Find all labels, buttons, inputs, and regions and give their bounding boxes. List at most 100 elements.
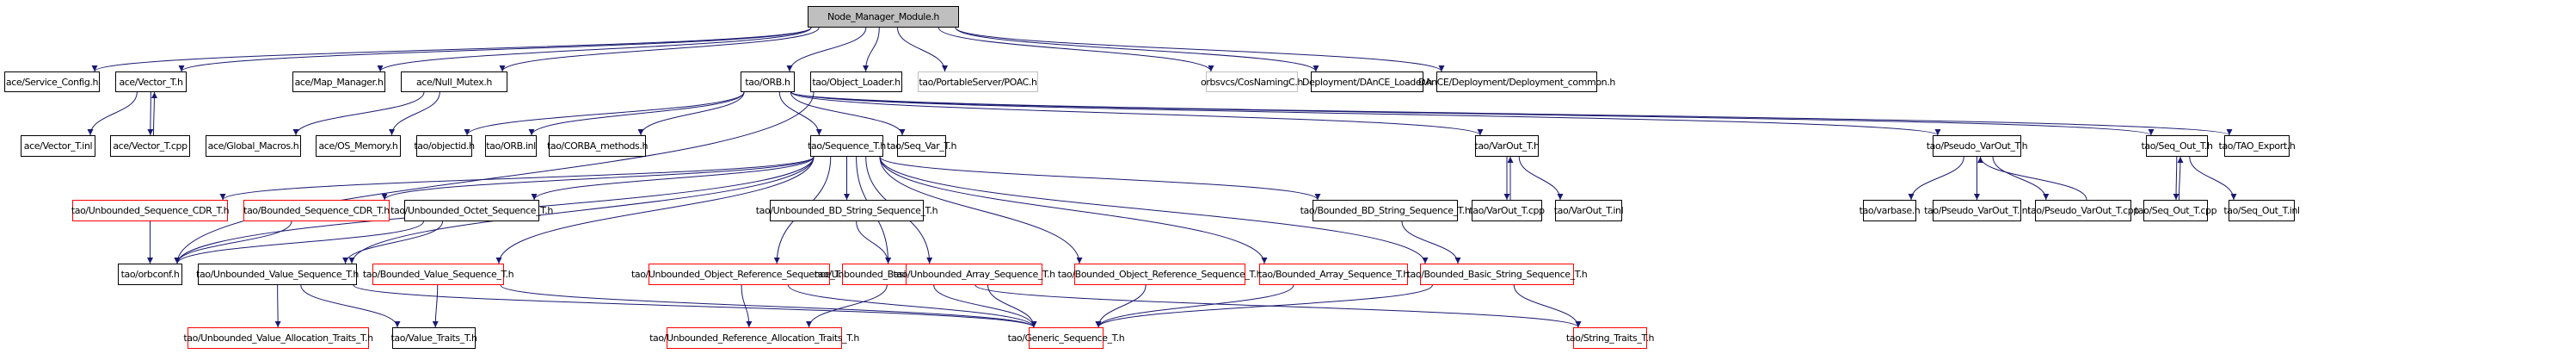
graph-node-corba-methods[interactable]: tao/CORBA_methods.h xyxy=(547,135,648,157)
edge-layer xyxy=(87,27,2237,328)
edge-sequence-t-to-bnd-objref xyxy=(879,156,1083,264)
edge-root-to-cosnaming xyxy=(938,27,1214,72)
edge-root-to-service-config xyxy=(91,27,812,72)
graph-node-objectid[interactable]: tao/objectid.h xyxy=(414,135,475,157)
edge-unb-value-to-unb-value-alloc xyxy=(274,284,281,328)
edge-bnd-seq-cdr-to-orbconf xyxy=(174,220,292,264)
graph-node-unb-value[interactable]: tao/Unbounded_Value_Sequence_T.h xyxy=(196,264,359,285)
graph-node-varout-cpp[interactable]: tao/VarOut_T.cpp xyxy=(1469,200,1545,221)
graph-node-string-traits[interactable]: tao/String_Traits_T.h xyxy=(1566,327,1655,349)
edge-object-loader-to-orbconf xyxy=(174,91,815,264)
edge-orb-to-orb-inl xyxy=(528,91,745,136)
graph-node-root: Node_Manager_Module.h xyxy=(808,6,959,28)
edge-seq-out-t-to-seq-out-cpp xyxy=(2173,156,2179,201)
edge-varout-t-to-varout-inl xyxy=(1518,156,1564,201)
graph-node-sequence-t[interactable]: tao/Sequence_T.h xyxy=(808,135,886,157)
graph-node-bnd-array[interactable]: tao/Bounded_Array_Sequence_T.h xyxy=(1258,264,1409,285)
graph-node-unb-array[interactable]: tao/Unbounded_Array_Sequence_T.h xyxy=(893,264,1055,285)
edge-unb-value-to-value-traits xyxy=(300,284,401,328)
edge-vector-t-to-vector-inl xyxy=(87,91,138,136)
edge-root-to-orb xyxy=(786,27,867,72)
graph-node-bnd-bd-string[interactable]: tao/Bounded_BD_String_Sequence_T.h xyxy=(1300,200,1471,221)
edge-bnd-value-to-value-traits xyxy=(432,284,439,328)
edge-root-to-dance-loader xyxy=(955,27,1319,72)
graph-node-pseudo-varout-t[interactable]: tao/Pseudo_VarOut_T.h xyxy=(1927,135,2028,157)
edge-root-to-map-manager xyxy=(377,27,812,72)
graph-node-seq-out-cpp[interactable]: tao/Seq_Out_T.cpp xyxy=(2135,200,2217,221)
edge-unb-array-to-generic-seq xyxy=(987,284,1037,328)
edge-sequence-t-to-bnd-array xyxy=(879,156,1268,264)
edge-orb-to-objectid xyxy=(464,91,745,136)
graph-node-service-config[interactable]: ace/Service_Config.h xyxy=(4,71,100,92)
edge-sequence-t-to-unb-value xyxy=(348,156,815,264)
graph-node-deployment-common[interactable]: DAnCE/Deployment/Deployment_common.h xyxy=(1418,71,1615,92)
graph-node-orb[interactable]: tao/ORB.h xyxy=(741,71,795,92)
graph-node-vector-t[interactable]: ace/Vector_T.h xyxy=(115,71,187,92)
edge-bnd-basic-string-to-string-traits xyxy=(1513,284,1582,328)
graph-node-varbase[interactable]: tao/varbase.h xyxy=(1860,200,1921,221)
edge-root-to-null-mutex xyxy=(499,27,820,72)
graph-node-unb-value-alloc[interactable]: tao/Unbounded_Value_Allocation_Traits_T.… xyxy=(183,327,373,349)
edge-unb-bd-string-to-unb-basic-string xyxy=(856,220,892,264)
graph-node-seq-out-t[interactable]: tao/Seq_Out_T.h xyxy=(2141,135,2213,157)
edge-orb-to-tao-export xyxy=(790,91,2233,136)
edge-sequence-t-to-bnd-value xyxy=(495,156,815,264)
graph-node-object-loader[interactable]: tao/Object_Loader.h xyxy=(810,71,902,92)
edge-root-to-poac xyxy=(897,27,948,72)
graph-node-unb-objref[interactable]: tao/Unbounded_Object_Reference_Sequence_… xyxy=(631,264,847,285)
graph-node-seq-var-t[interactable]: tao/Seq_Var_T.h xyxy=(887,135,956,157)
graph-node-cosnaming[interactable]: orbsvcs/CosNamingC.h xyxy=(1201,71,1303,92)
edge-bnd-array-to-generic-seq xyxy=(1095,284,1294,328)
graph-node-value-traits[interactable]: tao/Value_Traits_T.h xyxy=(390,327,477,349)
graph-node-pseudo-varout-cpp[interactable]: tao/Pseudo_VarOut_T.cpp xyxy=(2027,200,2139,221)
edge-null-mutex-to-os-memory xyxy=(389,91,440,136)
graph-node-unb-ref-alloc[interactable]: tao/Unbounded_Reference_Allocation_Trait… xyxy=(649,327,859,349)
graph-node-unb-bd-string[interactable]: tao/Unbounded_BD_String_Sequence_T.h xyxy=(756,200,938,221)
edge-root-to-object-loader xyxy=(863,27,880,72)
edge-unb-objref-to-unb-ref-alloc xyxy=(741,284,753,328)
graph-node-seq-out-inl[interactable]: tao/Seq_Out_T.inl xyxy=(2223,200,2300,221)
graph-node-varout-t[interactable]: tao/VarOut_T.h xyxy=(1474,135,1540,157)
graph-node-bnd-seq-cdr[interactable]: tao/Bounded_Sequence_CDR_T.h xyxy=(243,200,390,221)
graph-node-unb-octet[interactable]: tao/Unbounded_Octet_Sequence_T.h xyxy=(390,200,553,221)
graph-node-dance-loader[interactable]: Deployment/DAnCE_Loader.h xyxy=(1302,71,1432,92)
graph-node-unb-seq-cdr[interactable]: tao/Unbounded_Sequence_CDR_T.h xyxy=(71,200,230,221)
graph-node-os-memory[interactable]: ace/OS_Memory.h xyxy=(316,135,401,157)
edge-orb-to-varout-t xyxy=(790,91,1484,136)
edge-seq-out-cpp-to-seq-out-t xyxy=(2177,156,2184,201)
edge-orb-to-corba-methods xyxy=(637,91,745,136)
edge-sequence-t-to-bnd-bd-string xyxy=(879,156,1321,201)
graph-node-generic-seq[interactable]: tao/Generic_Sequence_T.h xyxy=(1008,327,1125,349)
edge-bnd-basic-string-to-generic-seq xyxy=(1095,284,1433,328)
graph-node-bnd-value[interactable]: tao/Bounded_Value_Sequence_T.h xyxy=(363,264,514,285)
edge-orb-to-seq-var-t xyxy=(790,91,906,136)
graph-node-pseudo-varout-inl[interactable]: tao/Pseudo_VarOut_T.inl xyxy=(1924,200,2030,221)
edge-orb-to-pseudo-varout-t xyxy=(790,91,1941,136)
graph-node-orb-inl[interactable]: tao/ORB.inl xyxy=(485,135,537,157)
edge-seq-out-t-to-seq-out-inl xyxy=(2189,156,2237,201)
graph-node-orbconf[interactable]: tao/orbconf.h xyxy=(118,264,182,285)
edge-bnd-value-to-generic-seq xyxy=(500,284,1037,328)
edge-root-to-vector-t xyxy=(178,27,812,72)
graph-node-null-mutex[interactable]: ace/Null_Mutex.h xyxy=(401,71,507,92)
edge-sequence-t-to-unb-seq-cdr xyxy=(219,156,815,201)
edge-pseudo-varout-t-to-varbase xyxy=(1908,156,1964,201)
edge-unb-octet-to-orbconf xyxy=(174,220,424,264)
edge-pseudo-varout-cpp-to-pseudo-varout-t xyxy=(1977,156,2087,201)
graph-node-bnd-objref[interactable]: tao/Bounded_Object_Reference_Sequence_T.… xyxy=(1058,264,1263,285)
edge-vector-cpp-to-vector-t xyxy=(151,91,157,136)
edge-bnd-bd-string-to-bnd-basic-string xyxy=(1401,220,1461,264)
graph-node-bnd-basic-string[interactable]: tao/Bounded_Basic_String_Sequence_T.h xyxy=(1407,264,1588,285)
graph-node-global-macros[interactable]: ace/Global_Macros.h xyxy=(206,135,301,157)
edge-unb-objref-to-generic-seq xyxy=(788,284,1037,328)
graph-node-poac[interactable]: tao/PortableServer/POAC.h xyxy=(918,71,1038,92)
graph-node-varout-inl[interactable]: tao/VarOut_T.inl xyxy=(1554,200,1624,221)
edge-unb-basic-string-to-string-traits xyxy=(974,284,1582,328)
graph-node-map-manager[interactable]: ace/Map_Manager.h xyxy=(292,71,385,92)
graph-node-vector-cpp[interactable]: ace/Vector_T.cpp xyxy=(110,135,190,157)
edge-unb-basic-string-to-unb-ref-alloc xyxy=(806,284,888,328)
graph-node-vector-inl[interactable]: ace/Vector_T.inl xyxy=(21,135,95,157)
graph-node-tao-export[interactable]: tao/TAO_Export.h xyxy=(2219,135,2296,157)
edge-orb-to-seq-out-t xyxy=(790,91,2155,136)
